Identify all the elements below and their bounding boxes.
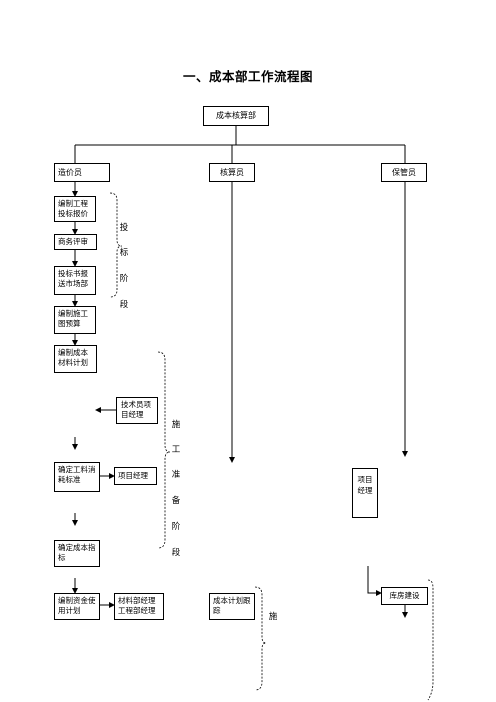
box-keeper: 保管员	[381, 163, 427, 182]
box-s13: 项目经理	[352, 468, 378, 518]
box-s1: 编制工程投标报价	[54, 196, 96, 222]
box-cost-dept: 成本核算部	[203, 106, 269, 126]
box-accountant: 核算员	[209, 163, 255, 182]
box-s12: 成本计划跟踪	[209, 593, 255, 620]
brace-build	[254, 586, 267, 691]
box-s10: 编制资金使用计划	[54, 593, 100, 620]
stage-prep-4: 备	[171, 496, 181, 506]
box-s6: 技术员项目经理	[116, 397, 158, 424]
box-s7: 确定工料消耗标准	[54, 462, 100, 492]
box-cost-clerk: 造价员	[54, 163, 110, 182]
stage-prep-2: 工	[171, 445, 181, 455]
box-s3: 投标书报送市场部	[54, 266, 96, 295]
box-s14: 库房建设	[381, 587, 428, 605]
stage-build-1: 施	[268, 612, 278, 622]
stage-prep-3: 准	[171, 470, 181, 480]
box-s5: 编制成本材料计划	[54, 345, 97, 373]
box-s8: 项目经理	[114, 467, 157, 485]
brace-bid	[109, 192, 123, 298]
stage-bid-2: 标	[119, 248, 129, 258]
box-s4: 编制施工图预算	[54, 306, 96, 334]
stage-bid-4: 段	[119, 300, 129, 310]
stage-prep-1: 施	[171, 420, 181, 430]
arrow-pm-warehouse	[367, 566, 382, 596]
box-s2: 商务评审	[54, 234, 97, 250]
stage-prep-6: 段	[171, 548, 181, 558]
brace-right	[427, 579, 434, 701]
page-title: 一、成本部工作流程图	[182, 69, 313, 84]
box-s11: 材料部经理工程部经理	[114, 593, 164, 620]
stage-bid-1: 投	[119, 223, 129, 233]
box-s9: 确定成本指标	[54, 540, 100, 567]
stage-prep-5: 阶	[171, 522, 181, 532]
stage-bid-3: 阶	[119, 274, 129, 284]
brace-prep	[157, 351, 171, 549]
